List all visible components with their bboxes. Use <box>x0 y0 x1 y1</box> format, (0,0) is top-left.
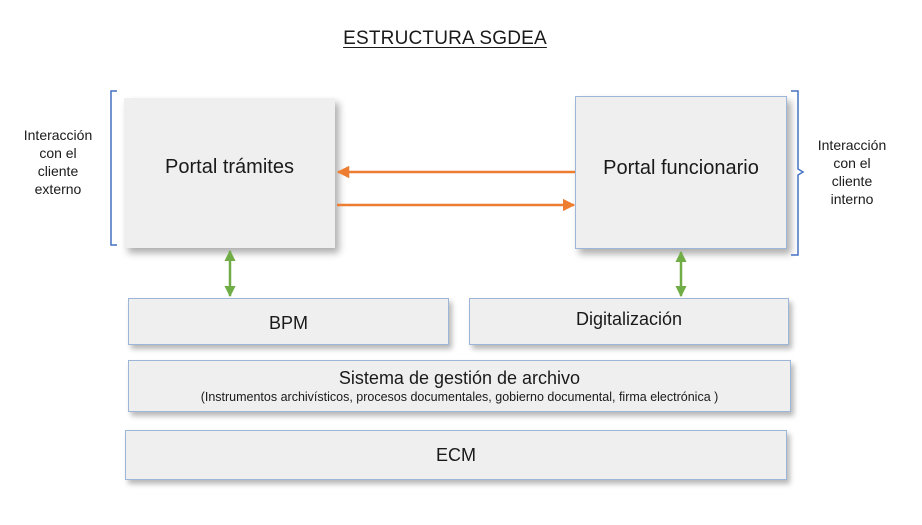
ecm-box: ECM <box>125 430 787 480</box>
portal-tramites-label: Portal trámites <box>165 156 294 178</box>
right-bracket <box>791 90 805 256</box>
sistema-gestion-box: Sistema de gestión de archivo (Instrumen… <box>128 360 791 412</box>
left-side-label: Interacción con el cliente externo <box>8 126 108 198</box>
right-label-line-1: Interacción <box>817 137 887 153</box>
right-label-line-3: cliente <box>831 173 873 189</box>
ecm-label: ECM <box>436 445 476 465</box>
digitalizacion-box: Digitalización <box>469 298 789 345</box>
portal-funcionario-label: Portal funcionario <box>603 157 759 179</box>
bpm-label: BPM <box>268 313 308 333</box>
diagram-title: ESTRUCTURA SGDEA <box>343 28 547 49</box>
left-label-line-1: Interacción <box>23 127 93 143</box>
right-side-label: Interacción con el cliente interno <box>802 136 902 208</box>
right-label-line-4: interno <box>830 191 874 207</box>
right-label-line-2: con el <box>833 155 871 171</box>
left-label-line-2: con el <box>39 145 77 161</box>
sistema-gestion-subtitle: (Instrumentos archivísticos, procesos do… <box>200 390 719 404</box>
portal-funcionario-box: Portal funcionario <box>575 96 787 249</box>
portal-tramites-box: Portal trámites <box>124 98 335 248</box>
bpm-box: BPM <box>128 298 449 345</box>
left-label-line-4: externo <box>34 181 82 197</box>
left-label-line-3: cliente <box>37 163 79 179</box>
sistema-gestion-title: Sistema de gestión de archivo <box>338 368 581 388</box>
left-bracket <box>110 90 117 246</box>
digitalizacion-label: Digitalización <box>575 309 683 329</box>
